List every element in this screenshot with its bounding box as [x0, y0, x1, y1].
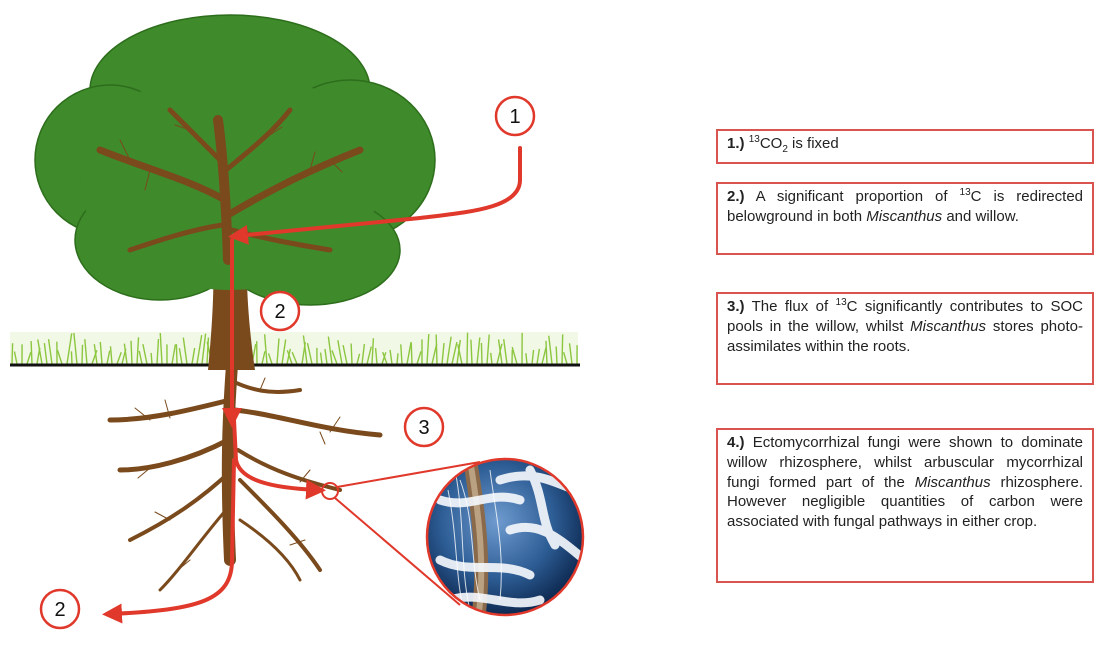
grass-blade [467, 333, 468, 364]
svg-text:1: 1 [509, 106, 520, 128]
info-box-1: 1.) 13CO2 is fixed [716, 129, 1094, 164]
box-text: and willow. [942, 208, 1019, 225]
box-text: CO [760, 135, 783, 152]
box-text: A significant proportion of [745, 188, 960, 205]
grass-blade [71, 351, 72, 364]
grass-blade [176, 344, 177, 364]
box-number: 2.) [727, 188, 745, 205]
species-name: Miscanthus [866, 208, 942, 225]
box-number: 3.) [727, 298, 745, 315]
marker-2-trunk: 2 [261, 292, 299, 330]
grass-blade [31, 341, 32, 364]
info-box-3: 3.) The flux of 13C significantly contri… [716, 292, 1094, 385]
svg-text:2: 2 [54, 599, 65, 621]
isotope-superscript: 13 [749, 134, 760, 145]
grass-blade [436, 335, 437, 364]
grass-strip [10, 332, 578, 364]
marker-1: 1 [496, 97, 534, 135]
grass-blade [556, 346, 557, 364]
isotope-superscript: 13 [836, 297, 847, 308]
grass-blade [151, 353, 152, 364]
grass-blade [411, 342, 412, 364]
grass-blade [351, 343, 352, 364]
box-text: The flux of [745, 298, 836, 315]
info-box-4: 4.) Ectomycorrhizal fungi were shown to … [716, 428, 1094, 583]
species-name: Miscanthus [915, 474, 991, 491]
marker-3: 3 [405, 408, 443, 446]
svg-text:3: 3 [418, 417, 429, 439]
species-name: Miscanthus [910, 318, 986, 335]
box-number: 4.) [727, 434, 745, 451]
svg-text:2: 2 [274, 301, 285, 323]
box-text: is fixed [788, 135, 839, 152]
marker-2-bottom: 2 [41, 590, 79, 628]
info-box-2: 2.) A significant proportion of 13C is r… [716, 182, 1094, 255]
grass-blade [397, 353, 398, 364]
grass-blade [481, 343, 482, 364]
isotope-superscript: 13 [960, 187, 971, 198]
box-number: 1.) [727, 135, 745, 152]
grass-blade [82, 345, 83, 364]
grass-blade [131, 341, 132, 364]
grass-blade [12, 343, 13, 364]
grass-blade [562, 334, 563, 364]
tree-roots [110, 365, 380, 590]
